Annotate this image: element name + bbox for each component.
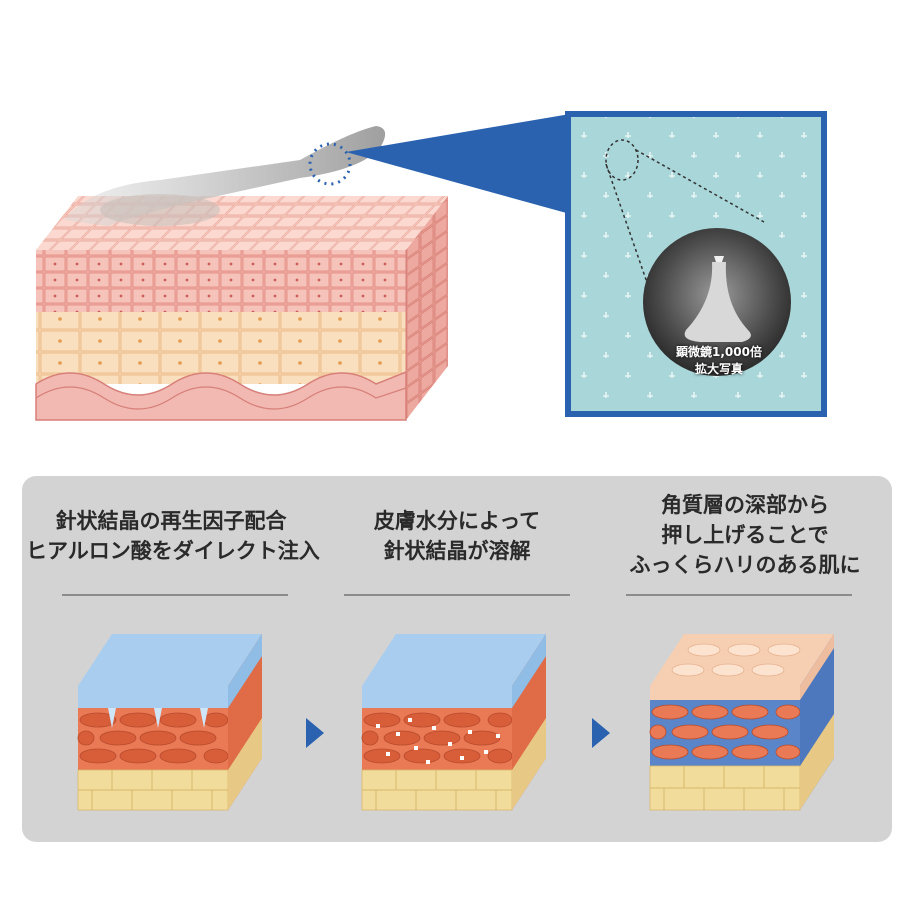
- microscope-label-line1: 顕微鏡1,000倍: [676, 345, 762, 359]
- steps-panel: 針状結晶の再生因子配合 ヒアルロン酸をダイレクト注入 皮膚水分によって 針状結晶…: [22, 476, 892, 842]
- microscope-label: 顕微鏡1,000倍 拡大写真: [664, 344, 774, 378]
- step-3-line3: ふっくらハリのある肌に: [629, 553, 861, 577]
- step-3-divider: [626, 594, 852, 596]
- step-2-line1: 皮膚水分によって: [373, 509, 541, 533]
- step-3-skin-cube: [649, 634, 834, 811]
- step-1-skin-cube: [77, 634, 262, 811]
- hero-illustration: [35, 111, 827, 421]
- step-1-text: 針状結晶の再生因子配合 ヒアルロン酸をダイレクト注入: [26, 506, 320, 566]
- step-3-line2: 押し上げることで: [661, 523, 829, 547]
- step-2-skin-cube: [361, 634, 546, 811]
- zoom-connector: [346, 114, 570, 214]
- step-1-divider: [62, 594, 288, 596]
- step-2-text: 皮膚水分によって 針状結晶が溶解: [312, 506, 602, 566]
- step-arrow-2: [592, 718, 610, 748]
- zoom-target-circle: [308, 142, 352, 186]
- step-3-line1: 角質層の深部から: [661, 493, 829, 517]
- skin-block-front: [35, 250, 407, 421]
- step-1-line2: ヒアルロン酸をダイレクト注入: [26, 539, 320, 563]
- step-3-text: 角質層の深部から 押し上げることで ふっくらハリのある肌に: [600, 490, 890, 580]
- microscope-label-line2: 拡大写真: [694, 362, 743, 376]
- skin-block-side: [406, 196, 448, 420]
- step-2-divider: [344, 594, 570, 596]
- step-2-line2: 針状結晶が溶解: [383, 539, 531, 563]
- step-arrow-1: [306, 718, 324, 748]
- step-1-line1: 針状結晶の再生因子配合: [55, 509, 287, 533]
